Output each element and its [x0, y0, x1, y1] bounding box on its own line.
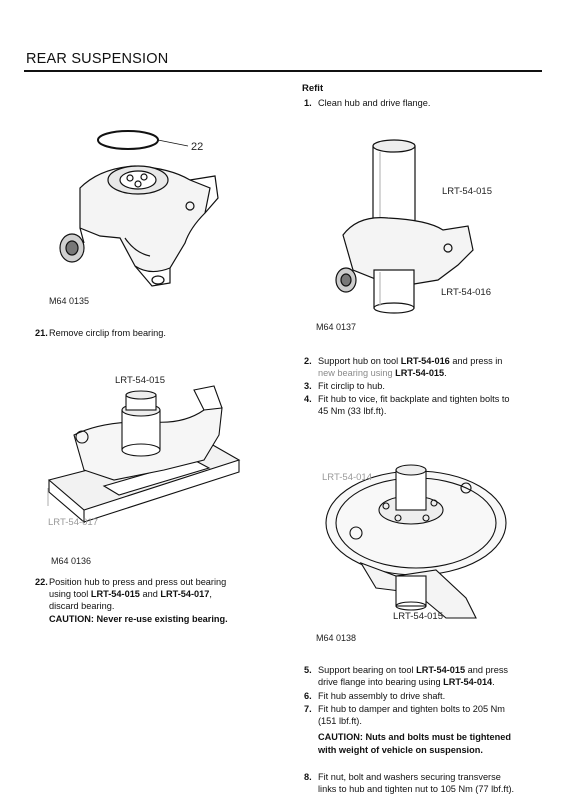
- step-number: 7.: [304, 704, 312, 714]
- refit-step-4: 4. Fit hub to vice, fit backplate and ti…: [304, 393, 536, 419]
- step-number: 22.: [35, 577, 48, 587]
- step-text: drive flange into bearing using: [318, 677, 444, 688]
- step-text: new bearing using: [318, 368, 396, 379]
- callout-lrt-54-015-fig2: LRT-54-015: [115, 375, 165, 386]
- step-text: Clean hub and drive flange.: [318, 98, 431, 108]
- tool-reference: LRT-54-016: [400, 356, 450, 366]
- step-number: 8.: [304, 772, 312, 782]
- refit-step-2: 2. Support hub on tool LRT-54-016 and pr…: [304, 355, 534, 381]
- figure-caption-1: M64 0135: [49, 296, 90, 306]
- press-out-bearing-illustration: [47, 385, 241, 524]
- step-text: Support bearing on tool: [318, 665, 417, 675]
- caution-note: CAUTION: Nuts and bolts must be tightene…: [318, 732, 511, 743]
- step-text: ,: [209, 589, 212, 600]
- step-text: .: [444, 368, 447, 379]
- step-text: Support hub on tool: [318, 356, 401, 366]
- refit-step-5: 5. Support bearing on tool LRT-54-015 an…: [304, 664, 536, 690]
- step-text: Remove circlip from bearing.: [49, 328, 166, 338]
- step-22: 22. Position hub to press and press out …: [35, 576, 295, 636]
- step-number: 1.: [304, 98, 312, 108]
- refit-step-7: 7. Fit hub to damper and tighten bolts t…: [304, 703, 538, 755]
- step-number: 21.: [35, 328, 48, 338]
- support-hub-tool-illustration: [335, 139, 474, 314]
- step-text: .: [492, 677, 495, 688]
- refit-heading: Refit: [302, 83, 324, 94]
- step-text: Position hub to press and press out bear…: [49, 577, 227, 587]
- page-title: REAR SUSPENSION: [26, 51, 169, 67]
- hub-circlip-illustration: [59, 130, 219, 287]
- figure-caption-3: M64 0137: [316, 322, 357, 332]
- step-text: and press in: [449, 356, 503, 366]
- step-text: (151 lbf.ft).: [318, 716, 362, 727]
- callout-22: 22: [191, 141, 204, 153]
- tool-reference: LRT-54-015: [416, 665, 466, 675]
- step-text: Fit nut, bolt and washers securing trans…: [318, 772, 501, 782]
- step-text: Fit hub to vice, fit backplate and tight…: [318, 394, 510, 404]
- callout-lrt-54-015-fig4: LRT-54-015: [393, 611, 443, 622]
- step-text: Fit hub assembly to drive shaft.: [318, 691, 446, 701]
- step-text: using tool: [49, 589, 91, 600]
- figure-caption-2: M64 0136: [51, 556, 92, 566]
- step-number: 2.: [304, 356, 312, 366]
- figure-caption-4: M64 0138: [316, 633, 357, 643]
- tool-reference: LRT-54-015: [90, 589, 140, 600]
- tool-reference: LRT-54-014: [443, 677, 493, 688]
- press-drive-flange-illustration: [325, 464, 507, 619]
- step-text: discard bearing.: [49, 601, 115, 612]
- step-number: 4.: [304, 394, 312, 404]
- callout-lrt-54-015-fig3: LRT-54-015: [442, 186, 492, 197]
- callout-lrt-54-017-fig2: LRT-54-017: [48, 517, 98, 528]
- step-number: 3.: [304, 381, 312, 391]
- refit-step-8: 8. Fit nut, bolt and washers securing tr…: [304, 771, 538, 797]
- callout-lrt-54-016-fig3: LRT-54-016: [441, 287, 491, 298]
- tool-reference: LRT-54-015: [395, 368, 445, 379]
- step-number: 6.: [304, 691, 312, 701]
- caution-note: CAUTION: Never re-use existing bearing.: [49, 613, 228, 624]
- step-text: links to hub and tighten nut to 105 Nm (…: [318, 784, 515, 795]
- step-text: and: [139, 589, 161, 600]
- step-text: Fit circlip to hub.: [318, 381, 385, 391]
- step-text: 45 Nm (33 lbf.ft).: [318, 406, 387, 417]
- step-text: and press: [465, 665, 509, 675]
- tool-reference: LRT-54-017: [160, 589, 210, 600]
- callout-lrt-54-014-fig4: LRT-54-014: [322, 472, 372, 483]
- caution-note: with weight of vehicle on suspension.: [318, 744, 483, 755]
- step-number: 5.: [304, 665, 312, 675]
- header-divider: [24, 70, 542, 72]
- step-text: Fit hub to damper and tighten bolts to 2…: [318, 704, 505, 714]
